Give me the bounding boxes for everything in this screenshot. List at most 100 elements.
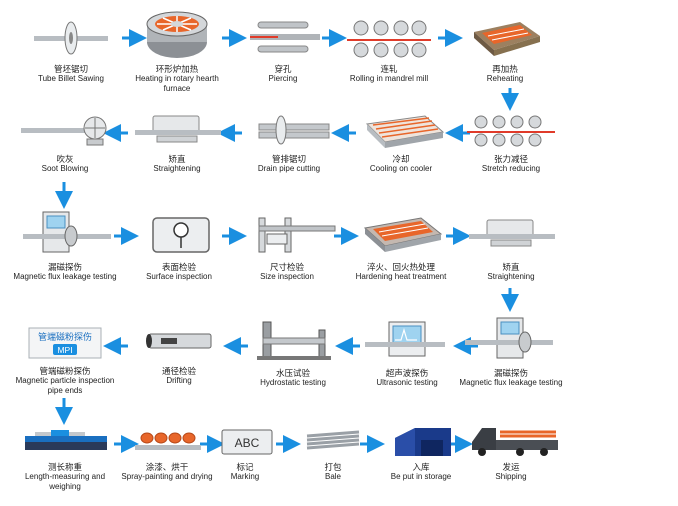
step-label-en: Surface inspection	[146, 272, 212, 281]
mpi-sub: MPI	[57, 345, 72, 355]
truck-icon	[472, 428, 558, 456]
drift-icon	[146, 333, 212, 349]
step-label-en: Magnetic particle inspection pipe ends	[15, 376, 115, 395]
step-straightening-2: 矫直 Straightening	[456, 210, 566, 282]
step-label-en: Magnetic flux leakage testing	[13, 272, 117, 281]
step-magnetic-particle-inspection: 管端磁粉探伤 MPI 管端磁粉探伤 Magnetic particle insp…	[10, 324, 120, 395]
marking-icon: ABC	[221, 429, 273, 455]
step-flux-leakage-1: 漏磁探伤 Magnetic flux leakage testing	[10, 206, 120, 282]
mpi-title: 管端磁粉探伤	[38, 331, 92, 343]
step-label-en: Rolling in mandrel mill	[349, 74, 429, 83]
step-label-en: Stretch reducing	[481, 164, 541, 173]
step-ultrasonic-testing: 超声波探伤 Ultrasonic testing	[352, 316, 462, 388]
rolling-mill-icon	[347, 20, 431, 58]
step-label-cn: 再加热	[492, 64, 518, 74]
cooling-bed-icon	[365, 115, 445, 148]
step-label-cn: 标记	[236, 462, 254, 472]
step-stretch-reducing: 张力减径 Stretch reducing	[456, 110, 566, 174]
step-label-en: Magnetic flux leakage testing	[459, 378, 563, 387]
step-rolling-mandrel-mill: 连轧 Rolling in mandrel mill	[334, 14, 444, 84]
step-label-cn: 穿孔	[274, 64, 292, 74]
stretch-reducer-icon	[467, 115, 555, 147]
step-label-cn: 淬火、回火热处理	[366, 262, 435, 272]
fan-icon	[21, 116, 107, 146]
step-label-cn: 漏磁探伤	[47, 262, 82, 272]
step-spray-painting-drying: 涂漆、烘干 Spray-painting and drying	[112, 426, 222, 482]
step-label-en: Drain pipe cutting	[257, 164, 321, 173]
step-heating-rotary-furnace: 环形炉加热 Heating in rotary hearth furnace	[122, 10, 232, 93]
saw-icon	[34, 21, 108, 55]
step-reheating: 再加热 Reheating	[450, 14, 560, 84]
step-label-cn: 表面检验	[161, 262, 196, 272]
hydro-tester-icon	[257, 321, 331, 360]
step-label-cn: 水压试验	[275, 368, 310, 378]
step-length-measuring-weighing: 测长称重 Length-measuring and weighing	[10, 426, 120, 491]
straightener-icon	[469, 219, 555, 247]
step-label-en: Be put in storage	[390, 472, 452, 481]
step-hydrostatic-testing: 水压试验 Hydrostatic testing	[238, 316, 348, 388]
step-label-en: Cooling on cooler	[369, 164, 433, 173]
reheating-furnace-icon	[474, 22, 540, 56]
step-label-cn: 矫直	[502, 262, 520, 272]
step-label-cn: 管坯锯切	[53, 64, 88, 74]
step-label-cn: 连轧	[380, 64, 398, 74]
rotary-furnace-icon	[146, 11, 208, 58]
step-label-cn: 管排锯切	[271, 154, 306, 164]
step-label-en: Piercing	[268, 74, 298, 83]
step-drifting: 通径检验 Drifting	[124, 320, 234, 386]
step-label-cn: 通径检验	[161, 366, 196, 376]
step-label-cn: 矫直	[168, 154, 186, 164]
step-shipping: 发运 Shipping	[456, 420, 566, 482]
step-label-en: Drifting	[166, 376, 192, 385]
warehouse-icon	[395, 428, 451, 456]
step-label-en: Straightening	[487, 272, 535, 281]
step-surface-inspection: 表面检验 Surface inspection	[124, 210, 234, 282]
step-piercing: 穿孔 Piercing	[228, 14, 338, 84]
step-label-en: Size inspection	[260, 272, 314, 281]
pipe-cutting-icon	[258, 115, 330, 145]
step-label-en: Soot Blowing	[41, 164, 89, 173]
step-bale: 打包 Bale	[278, 426, 388, 482]
step-label-cn: 尺寸检验	[269, 262, 304, 272]
step-label-en: Marking	[230, 472, 260, 481]
step-hardening-heat-treatment: 淬火、回火热处理 Hardening heat treatment	[346, 210, 456, 282]
straightener-icon	[135, 115, 221, 143]
step-size-inspection: 尺寸检验 Size inspection	[232, 210, 342, 282]
piercing-icon	[250, 21, 320, 53]
step-label-cn: 张力减径	[493, 154, 528, 164]
step-label-cn: 测长称重	[47, 462, 82, 472]
scale-icon	[25, 430, 107, 450]
step-label-cn: 吹灰	[56, 154, 74, 164]
step-label-cn: 入库	[412, 462, 430, 472]
step-label-en: Tube Billet Sawing	[38, 74, 104, 83]
caliper-icon	[258, 217, 336, 253]
step-label-en: Shipping	[495, 472, 527, 481]
mpi-icon: 管端磁粉探伤 MPI	[28, 327, 102, 359]
flux-tester-icon	[465, 317, 553, 359]
ultrasonic-tester-icon	[365, 321, 445, 357]
step-label-cn: 管端磁粉探伤	[39, 366, 91, 376]
step-flux-leakage-2: 漏磁探伤 Magnetic flux leakage testing	[456, 312, 566, 388]
step-label-en: Straightening	[153, 164, 201, 173]
flux-tester-icon	[23, 211, 111, 253]
step-label-en: Bale	[324, 472, 341, 481]
step-label-cn: 打包	[324, 462, 342, 472]
step-label-en: Spray-painting and drying	[121, 472, 213, 481]
step-marking: ABC 标记 Marking	[190, 426, 300, 482]
painting-icon	[135, 432, 201, 450]
step-label-cn: 漏磁探伤	[493, 368, 528, 378]
step-label-cn: 环形炉加热	[155, 64, 199, 74]
step-put-in-storage: 入库 Be put in storage	[366, 424, 476, 482]
magnifier-icon	[152, 217, 210, 253]
step-label-en: Hardening heat treatment	[355, 272, 447, 281]
step-tube-billet-sawing: 管坯锯切 Tube Billet Sawing	[16, 14, 126, 84]
step-label-cn: 超声波探伤	[385, 368, 429, 378]
step-label-en: Hydrostatic testing	[260, 378, 326, 387]
step-label-cn: 发运	[502, 462, 520, 472]
bale-icon	[306, 430, 360, 450]
step-label-en: Heating in rotary hearth furnace	[135, 74, 219, 93]
step-soot-blowing: 吹灰 Soot Blowing	[10, 110, 120, 174]
step-straightening-1: 矫直 Straightening	[122, 110, 232, 174]
step-label-en: Length-measuring and weighing	[24, 472, 106, 491]
step-cooling: 冷却 Cooling on cooler	[346, 110, 456, 174]
